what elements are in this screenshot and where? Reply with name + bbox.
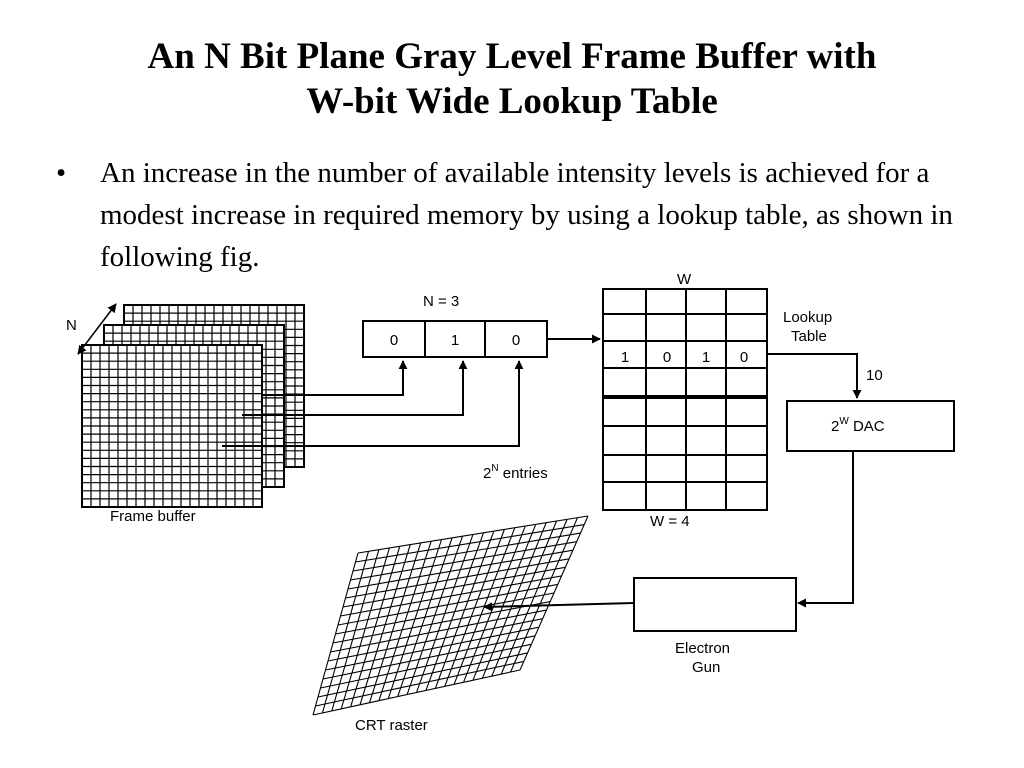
w-label: W [677,271,692,288]
frame-buffer-label: Frame buffer [110,508,196,525]
bullet-dot: • [56,157,67,189]
lookup-bit-0: 1 [621,349,629,366]
slide-title: An N Bit Plane Gray Level Frame Buffer w… [0,34,1024,124]
lookup-bit-1: 0 [663,349,671,366]
bullet-text: An increase in the number of available i… [100,157,953,273]
n-depth-arrow [77,303,117,355]
crt-raster [312,515,589,716]
lookup-bit-3: 0 [740,349,748,366]
dac-box [786,400,955,452]
connector-bit-2 [222,360,524,447]
connector-bit-0 [262,360,408,396]
lookup-label-line-1: Lookup [783,309,832,326]
lookup-table [602,288,768,511]
register: 0 1 0 [362,320,548,358]
dac-label: 2W DAC [831,416,885,435]
register-bit-0: 0 [390,332,398,349]
register-bit-1: 1 [451,332,459,349]
electron-gun-box [633,577,797,632]
electron-beam-arrow [483,602,635,612]
register-connectors [222,360,524,447]
gun-label-line-1: Electron [675,640,730,657]
crt-raster-label: CRT raster [355,717,428,734]
n-label: N [66,317,77,334]
gun-label-line-2: Gun [692,659,720,676]
title-line-1: An N Bit Plane Gray Level Frame Buffer w… [147,36,877,77]
lookup-label-line-2: Table [791,328,827,345]
dac-to-gun-arrow [797,451,854,608]
w-bottom-label: W = 4 [650,513,690,530]
table-to-dac-arrow [767,353,862,399]
register-label: N = 3 [423,293,459,310]
bit-plane [81,344,263,508]
register-bit-2: 0 [512,332,520,349]
lookup-bit-2: 1 [702,349,710,366]
frame-buffer-planes [81,304,305,508]
connector-bit-1 [242,360,468,416]
ten-bits-label: 10 [866,367,883,384]
entries-label: 2N entries [483,463,548,482]
title-line-2: W-bit Wide Lookup Table [306,81,718,122]
